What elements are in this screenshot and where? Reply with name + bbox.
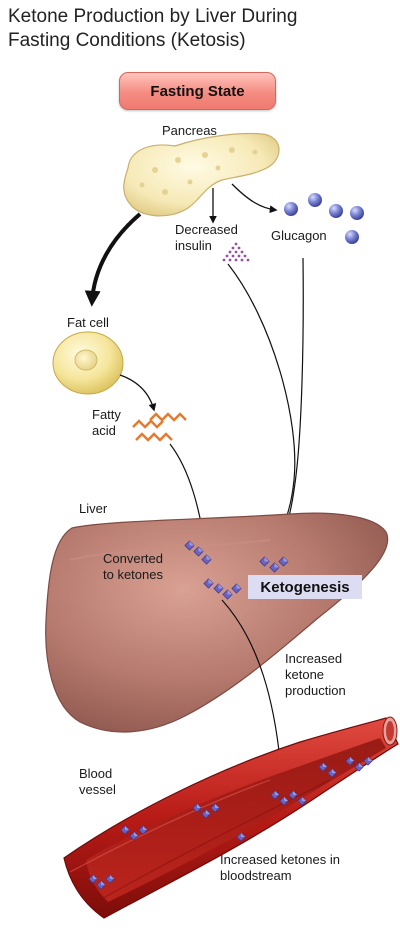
arrow-pancreas-to-fat-cell xyxy=(84,212,142,307)
insulin-triangle xyxy=(222,242,250,262)
decreased-insulin-label-2: insulin xyxy=(175,238,212,253)
glucagon-label: Glucagon xyxy=(271,228,327,243)
liver-label: Liver xyxy=(79,501,108,516)
arrow-glucagon-to-liver xyxy=(274,257,304,558)
glucagon-molecules xyxy=(284,193,364,244)
increased-production-label-3: production xyxy=(285,683,346,698)
arrow-fat-cell-to-fatty-acid xyxy=(119,374,157,412)
blood-vessel-label-1: Blood xyxy=(79,766,113,781)
fasting-state-badge: Fasting State xyxy=(119,72,276,110)
decreased-insulin-label-1: Decreased xyxy=(175,222,238,237)
converted-label-1: Converted xyxy=(103,551,163,566)
pancreas xyxy=(123,132,280,217)
fatty-acid-label-2: acid xyxy=(92,423,116,438)
fat-cell-label: Fat cell xyxy=(67,315,109,330)
fat-cell xyxy=(52,331,124,395)
increased-production-label-1: Increased xyxy=(285,651,343,666)
increased-production-label-2: ketone xyxy=(285,667,325,682)
diagram-title-line-2: Fasting Conditions (Ketosis) xyxy=(8,30,246,51)
bloodstream-label-1: Increased ketones in xyxy=(220,852,340,867)
converted-label-2: to ketones xyxy=(103,567,163,582)
blood-vessel xyxy=(63,716,399,919)
diagram-title-line-1: Ketone Production by Liver During xyxy=(8,6,298,27)
arrow-pancreas-to-glucagon xyxy=(231,183,278,214)
bloodstream-label-2: bloodstream xyxy=(220,868,292,883)
blood-vessel-label-2: vessel xyxy=(79,782,116,797)
liver xyxy=(45,512,389,733)
pancreas-label: Pancreas xyxy=(162,123,217,138)
fatty-acid-label-1: Fatty xyxy=(92,407,121,422)
fatty-acid-chains xyxy=(132,412,187,442)
ketogenesis-label: Ketogenesis xyxy=(248,575,362,599)
